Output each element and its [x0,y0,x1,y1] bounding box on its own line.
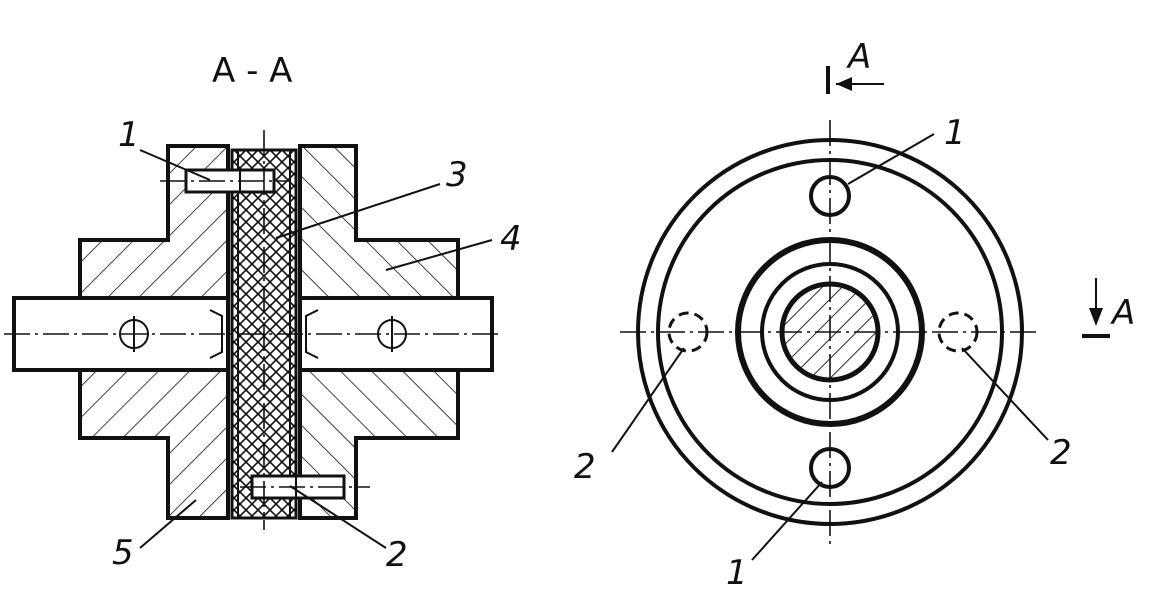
end-view: A A 1 1 2 2 [574,37,1135,593]
callout-3: 3 [446,155,468,195]
callout-5: 5 [112,533,134,573]
callout-4: 4 [500,219,522,259]
callout-2: 2 [386,535,408,575]
end-callout-2-right: 2 [1050,433,1072,473]
end-callout-2-left: 2 [574,447,596,487]
end-callout-1-top: 1 [944,113,966,153]
end-callout-1-bottom: 1 [726,553,748,593]
section-title: A - A [212,51,292,91]
callout-1: 1 [118,115,140,155]
section-marker-top: A [846,37,871,77]
section-marker-right: A [1110,293,1135,333]
pin-hole-left [667,311,709,353]
pin-hole-right [937,311,979,353]
section-view: A - A 1 [4,51,522,575]
pin-hole-top [809,175,851,217]
pin-hole-bottom [809,447,851,489]
